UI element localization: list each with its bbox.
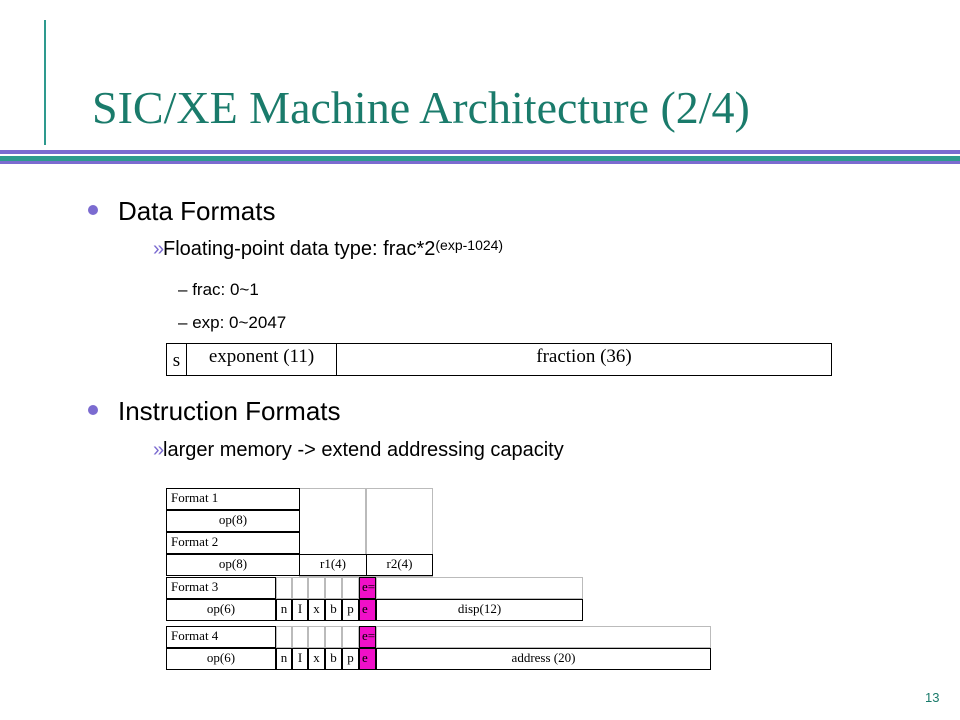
float-format-box: s exponent (11) fraction (36): [166, 343, 832, 376]
format3-x-bit: x: [308, 599, 325, 621]
format1-label: Format 1: [166, 488, 300, 510]
floating-point-description: Floating-point data type: frac*2(exp-102…: [163, 237, 504, 260]
exponent-superscript: (exp-1024): [435, 237, 504, 253]
section-heading-data-formats: Data Formats: [118, 196, 276, 226]
page-number: 13: [925, 690, 940, 705]
format3-e-bit: e: [359, 599, 376, 621]
grid-cell: [342, 626, 359, 648]
list-item-exp: – exp: 0~2047: [178, 313, 287, 332]
format4-x-bit: x: [308, 648, 325, 670]
grid-cell: [376, 577, 583, 599]
format4-label: Format 4: [166, 626, 276, 648]
grid-cell: [325, 577, 342, 599]
grid-cell: [342, 577, 359, 599]
format1-op: op(8): [166, 510, 300, 532]
format3-op: op(6): [166, 599, 276, 621]
exponent-field: exponent (11): [187, 344, 337, 375]
grid-cell: [276, 626, 292, 648]
title-rule-gap: [0, 154, 960, 156]
format2-label: Format 2: [166, 532, 300, 554]
title-rule: [0, 150, 960, 154]
grid-cell: [308, 626, 325, 648]
sign-field: s: [167, 344, 187, 375]
fraction-field: fraction (36): [536, 346, 632, 367]
format2-r2: r2(4): [366, 554, 433, 576]
title-rule-middle: [0, 156, 960, 161]
format4-p-bit: p: [342, 648, 359, 670]
format3-label: Format 3: [166, 577, 276, 599]
grid-cell: [276, 577, 292, 599]
format3-disp: disp(12): [376, 599, 583, 621]
title-rule-bottom: [0, 161, 960, 164]
format4-n-bit: n: [276, 648, 292, 670]
title-accent-bar: [44, 20, 46, 145]
format3-e-flag-label: e=0: [359, 577, 382, 599]
format4-e-flag-label: e=1: [359, 626, 382, 648]
format4-b-bit: b: [325, 648, 342, 670]
format4-address: address (20): [376, 648, 711, 670]
format3-b-bit: b: [325, 599, 342, 621]
sub-bullet-icon: »: [153, 238, 165, 260]
page-title: SIC/XE Machine Architecture (2/4): [92, 82, 750, 133]
grid-cell: [292, 626, 308, 648]
bullet-icon: [88, 405, 98, 415]
format2-op: op(8): [166, 554, 300, 576]
grid-cell: [308, 577, 325, 599]
sub-bullet-icon: »: [153, 439, 165, 461]
format4-e-bit: e: [359, 648, 376, 670]
bullet-icon: [88, 205, 98, 215]
grid-cell: [292, 577, 308, 599]
section-heading-instruction-formats: Instruction Formats: [118, 396, 341, 426]
list-item-frac: – frac: 0~1: [178, 280, 259, 299]
format2-r1: r1(4): [299, 554, 367, 576]
format3-i-bit: I: [292, 599, 308, 621]
format4-i-bit: I: [292, 648, 308, 670]
format4-op: op(6): [166, 648, 276, 670]
grid-cell: [376, 626, 711, 648]
addressing-note: larger memory -> extend addressing capac…: [163, 439, 564, 461]
format3-n-bit: n: [276, 599, 292, 621]
grid-cell: [325, 626, 342, 648]
format3-p-bit: p: [342, 599, 359, 621]
